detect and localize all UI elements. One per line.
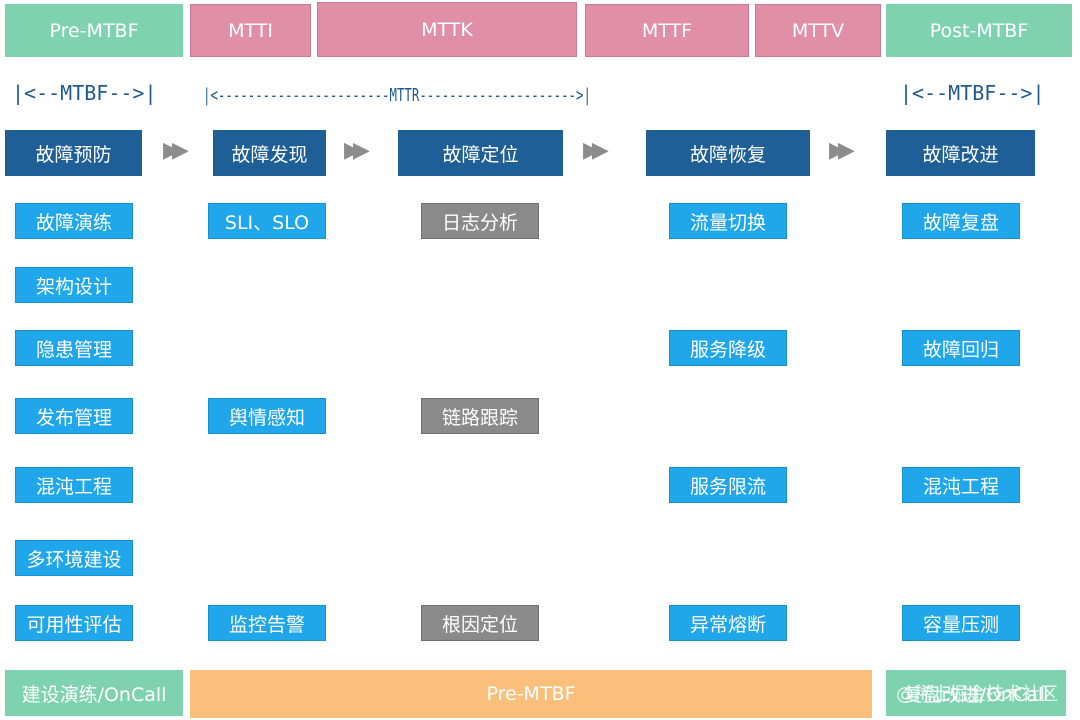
arrow-icon: ▶▶ [344, 138, 370, 163]
bottom-review-improve: 复盘改进/OnCall [886, 670, 1066, 716]
top-mtti: MTTI [190, 4, 311, 57]
item-sli-slo: SLI、SLO [208, 203, 326, 239]
item-regression: 故障回归 [902, 330, 1020, 366]
watermark: @稀土掘金技术社区 [896, 684, 1058, 705]
top-mttk: MTTK [317, 2, 577, 57]
top-mttf: MTTF [585, 4, 749, 57]
phase-location: 故障定位 [398, 130, 563, 176]
phase-prevention: 故障预防 [5, 130, 142, 176]
item-log-analysis: 日志分析 [421, 203, 539, 239]
top-pre-mtbf: Pre-MTBF [5, 4, 183, 57]
range-left-mtbf: |<--MTBF-->| [12, 81, 157, 105]
item-chaos-engineering-2: 混沌工程 [902, 467, 1020, 503]
item-fault-drill: 故障演练 [15, 203, 133, 239]
top-post-mtbf: Post-MTBF [886, 4, 1072, 57]
bottom-pre-mtbf: Pre-MTBF [190, 670, 872, 718]
item-circuit-breaker: 异常熔断 [669, 605, 787, 641]
bottom-build-drill: 建设演练/OnCall [5, 670, 183, 716]
item-degrade: 服务降级 [669, 330, 787, 366]
phase-recovery: 故障恢复 [646, 130, 810, 176]
item-multi-env: 多环境建设 [15, 540, 133, 576]
item-risk-management: 隐患管理 [15, 330, 133, 366]
item-chaos-engineering: 混沌工程 [15, 467, 133, 503]
item-traffic-switch: 流量切换 [669, 203, 787, 239]
range-right-mtbf: |<--MTBF-->| [900, 81, 1045, 105]
range-mttr: |<-----------------------MTTR-----------… [203, 83, 591, 106]
top-mttv: MTTV [755, 4, 881, 57]
item-architecture-design: 架构设计 [15, 267, 133, 303]
phase-discovery: 故障发现 [213, 130, 326, 176]
item-availability-eval: 可用性评估 [15, 605, 133, 641]
item-monitoring-alert: 监控告警 [208, 605, 326, 641]
arrow-icon: ▶▶ [163, 138, 189, 163]
item-release-management: 发布管理 [15, 398, 133, 434]
item-postmortem: 故障复盘 [902, 203, 1020, 239]
item-root-cause: 根因定位 [421, 605, 539, 641]
arrow-icon: ▶▶ [829, 138, 855, 163]
phase-improvement: 故障改进 [886, 130, 1035, 176]
arrow-icon: ▶▶ [583, 138, 609, 163]
item-rate-limit: 服务限流 [669, 467, 787, 503]
item-capacity-test: 容量压测 [902, 605, 1020, 641]
item-trace: 链路跟踪 [421, 398, 539, 434]
item-public-opinion: 舆情感知 [208, 398, 326, 434]
